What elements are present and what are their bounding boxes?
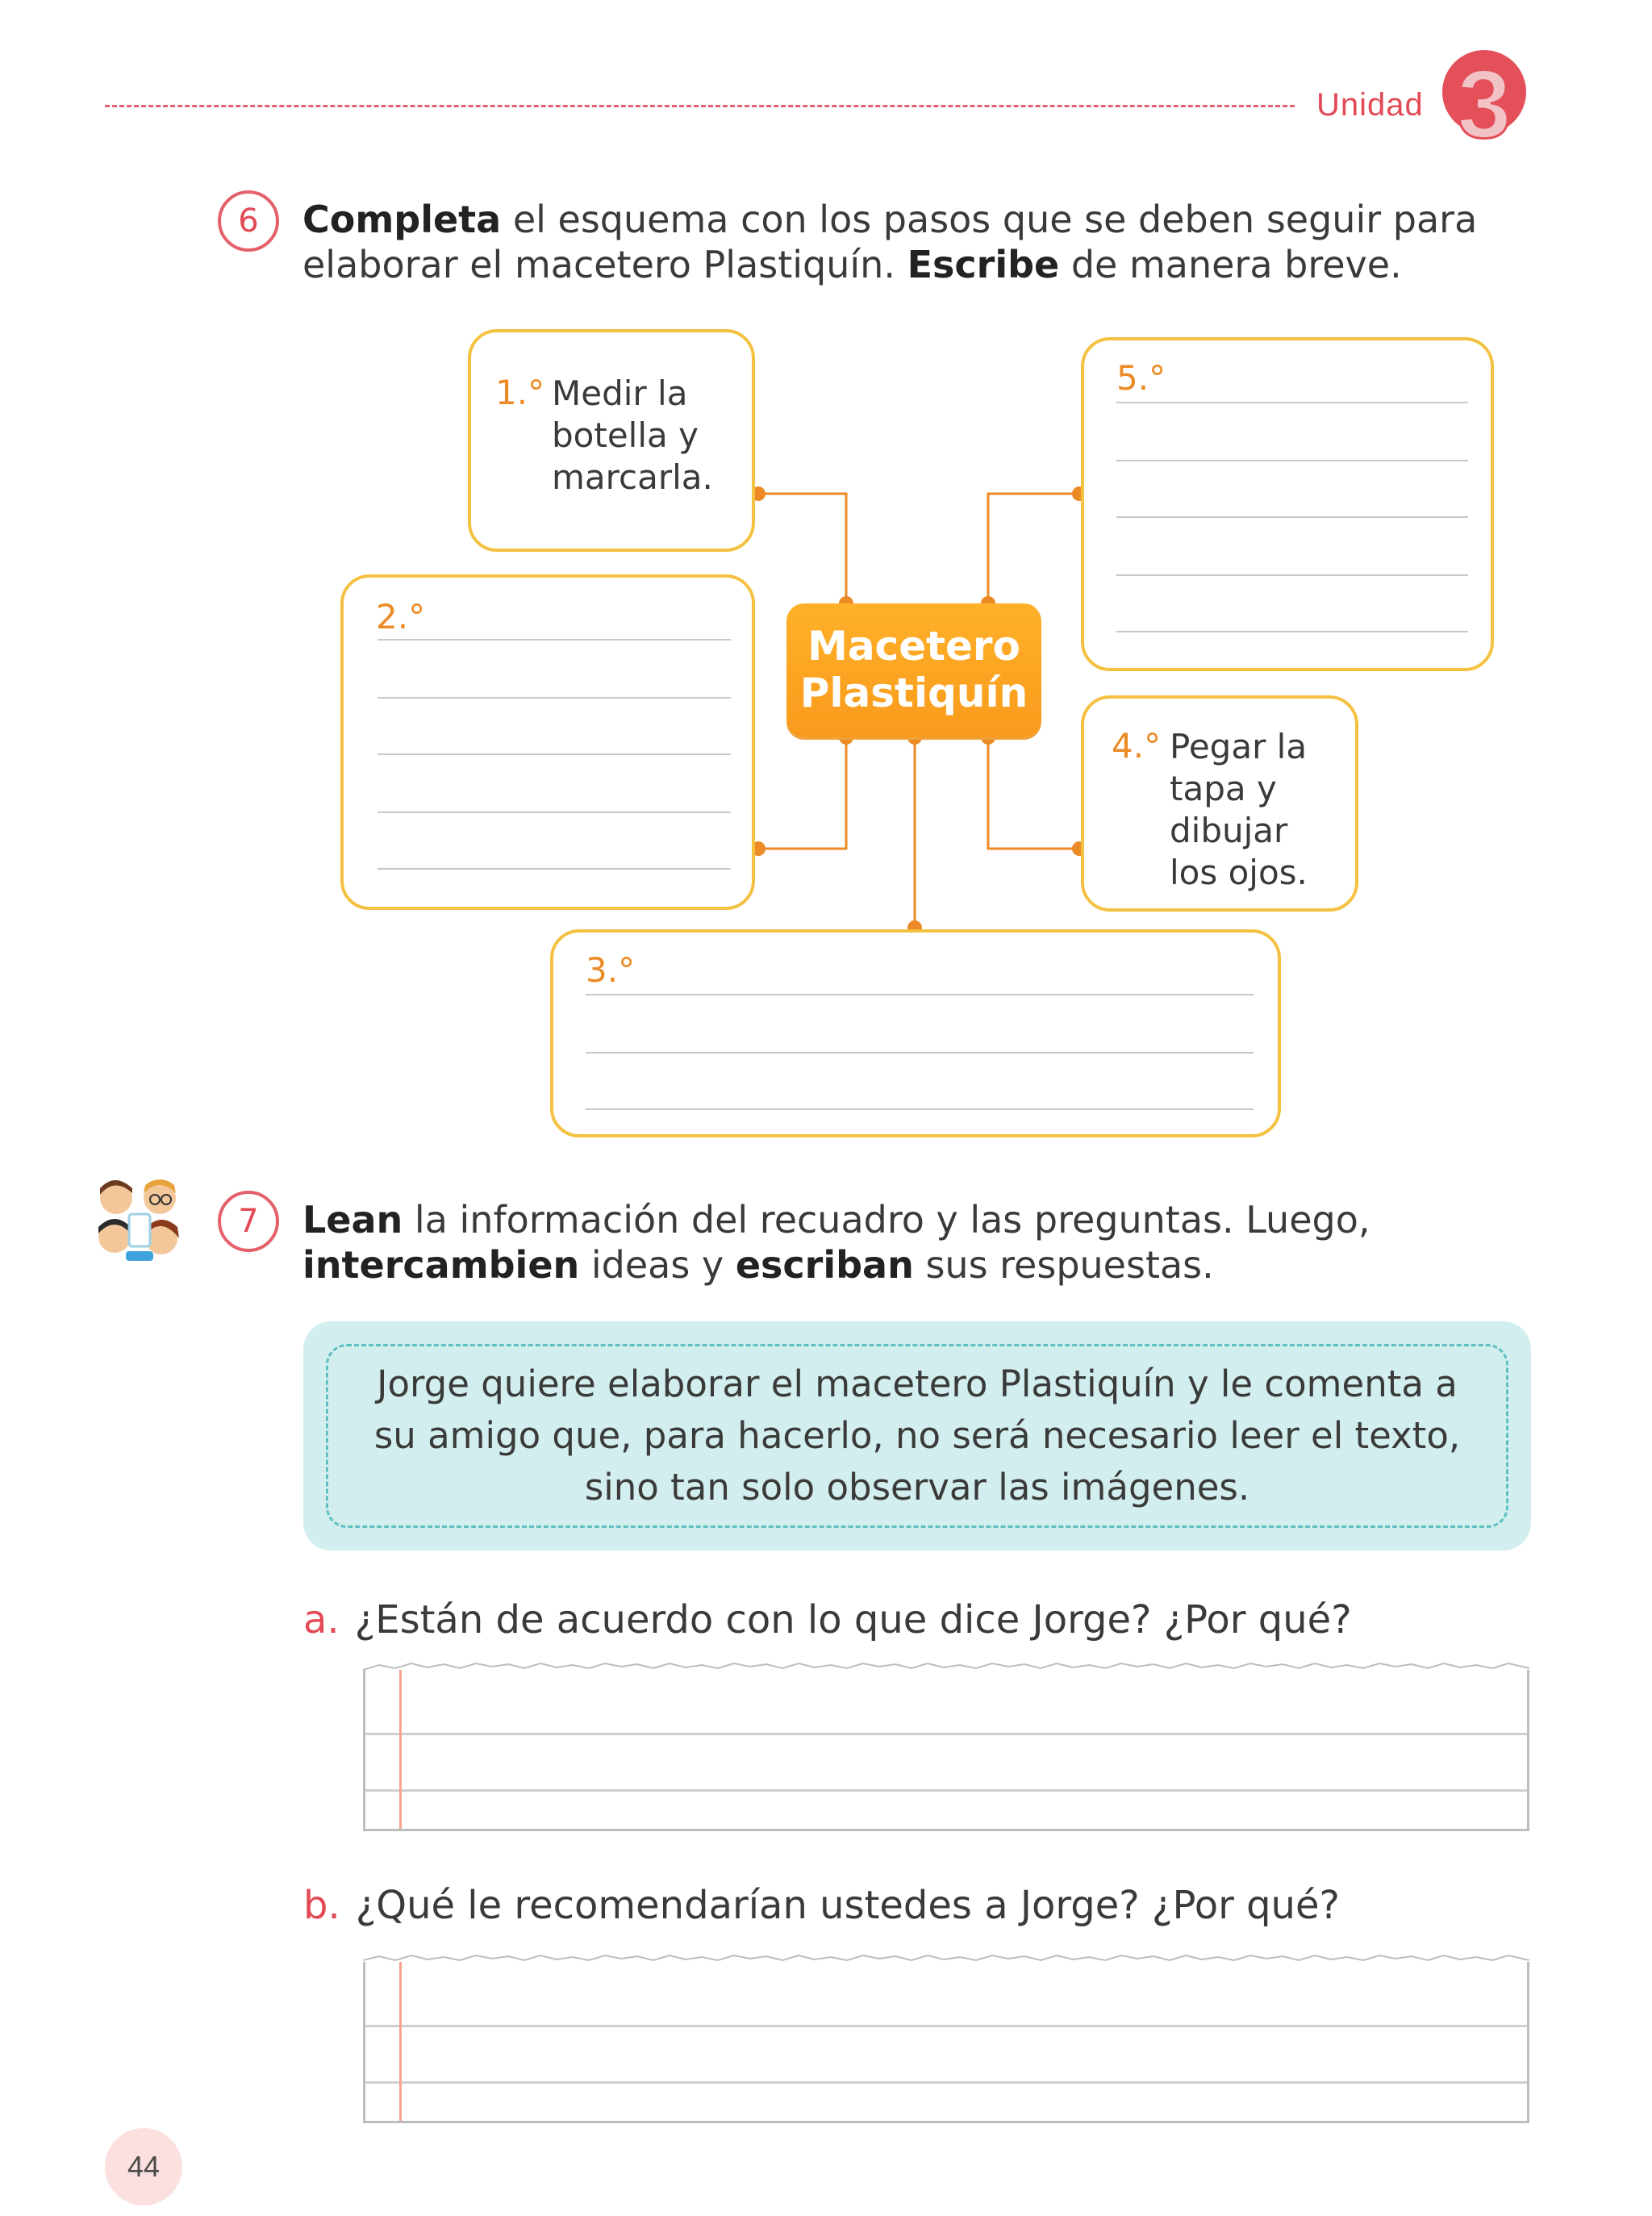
writing-line <box>1116 516 1468 518</box>
instruction-text: el esquema con los pasos que se deben se… <box>302 198 1478 286</box>
question-text: ¿Están de acuerdo con lo que dice Jorge?… <box>354 1597 1352 1642</box>
answer-area-a[interactable] <box>363 1662 1529 1831</box>
step-text-line: tapa y <box>1170 769 1277 808</box>
answer-line <box>365 2025 1527 2027</box>
step-text-line: los ojos. <box>1170 853 1308 892</box>
center-node-line: Macetero <box>807 623 1020 670</box>
torn-edge <box>363 1954 1529 1962</box>
activity-number: 6 <box>218 190 279 252</box>
writing-line <box>378 697 731 699</box>
writing-line <box>1116 574 1468 576</box>
instruction-verb: Escribe <box>907 243 1060 286</box>
info-box: Jorge quiere elaborar el macetero Plasti… <box>303 1321 1531 1550</box>
answer-area-b[interactable] <box>363 1954 1529 2123</box>
step-text-line: Medir la <box>552 374 688 413</box>
unit-number: 3 <box>1458 50 1512 158</box>
step-text-line: dibujar <box>1170 811 1288 850</box>
page-number: 44 <box>105 2128 182 2206</box>
writing-line <box>378 753 731 755</box>
writing-line <box>586 1108 1254 1110</box>
instruction-text: ideas y <box>579 1243 736 1287</box>
step-5-label: 5.° <box>1116 358 1166 398</box>
step-1-text: Medir la botella y marcarla. <box>552 373 713 499</box>
writing-line <box>1116 402 1468 403</box>
instruction-verb: Lean <box>302 1198 403 1242</box>
group-work-icon <box>98 1179 179 1261</box>
instruction-verb: escriban <box>735 1243 914 1287</box>
question-a: a. ¿Están de acuerdo con lo que dice Jor… <box>303 1597 1352 1642</box>
question-text: ¿Qué le recomendarían ustedes a Jorge? ¿… <box>355 1883 1340 1928</box>
unit-label: Unidad <box>1316 87 1424 123</box>
activity-6-instruction: Completa el esquema con los pasos que se… <box>302 197 1561 287</box>
step-3-box[interactable]: 3.° <box>550 929 1281 1137</box>
instruction-text: sus respuestas. <box>913 1243 1214 1287</box>
instruction-text: la información del recuadro y las pregun… <box>403 1198 1370 1242</box>
torn-edge <box>363 1662 1529 1671</box>
writing-line <box>586 994 1254 995</box>
instruction-text: de manera breve. <box>1059 243 1402 286</box>
center-node-line: Plastiquín <box>799 670 1028 716</box>
instruction-verb: Completa <box>302 198 502 241</box>
writing-line <box>378 639 731 641</box>
instruction-verb: intercambien <box>302 1243 580 1287</box>
answer-line <box>365 1789 1527 1792</box>
step-2-label: 2.° <box>376 597 426 636</box>
question-letter: a. <box>303 1597 340 1642</box>
step-4-label: 4.° <box>1112 726 1162 766</box>
unit-number-badge: 3 <box>1442 50 1526 160</box>
margin-line <box>399 1962 402 2121</box>
writing-line <box>378 812 731 813</box>
writing-line <box>1116 631 1468 632</box>
writing-line <box>378 868 731 870</box>
activity-7-instruction: Lean la información del recuadro y las p… <box>302 1197 1561 1287</box>
writing-line <box>586 1052 1254 1054</box>
header-divider <box>105 105 1295 107</box>
step-4-box: 4.° Pegar la tapa y dibujar los ojos. <box>1081 695 1358 912</box>
step-1-box: 1.° Medir la botella y marcarla. <box>468 329 755 552</box>
step-text-line: Pegar la <box>1170 727 1308 766</box>
center-node: Macetero Plastiquín <box>786 603 1041 737</box>
step-2-box[interactable]: 2.° <box>340 574 755 910</box>
question-b: b. ¿Qué le recomendarían ustedes a Jorge… <box>303 1883 1340 1928</box>
step-4-text: Pegar la tapa y dibujar los ojos. <box>1170 726 1308 894</box>
margin-line <box>399 1670 402 1829</box>
step-5-box[interactable]: 5.° <box>1081 337 1494 671</box>
writing-line <box>1116 460 1468 461</box>
answer-line <box>365 2081 1527 2084</box>
activity-number: 7 <box>218 1191 279 1252</box>
step-3-label: 3.° <box>586 950 636 990</box>
step-1-label: 1.° <box>495 373 545 412</box>
step-text-line: botella y <box>552 415 699 455</box>
info-text: Jorge quiere elaborar el macetero Plasti… <box>326 1344 1508 1528</box>
answer-line <box>365 1733 1527 1735</box>
question-letter: b. <box>303 1883 340 1928</box>
step-text-line: marcarla. <box>552 457 713 497</box>
